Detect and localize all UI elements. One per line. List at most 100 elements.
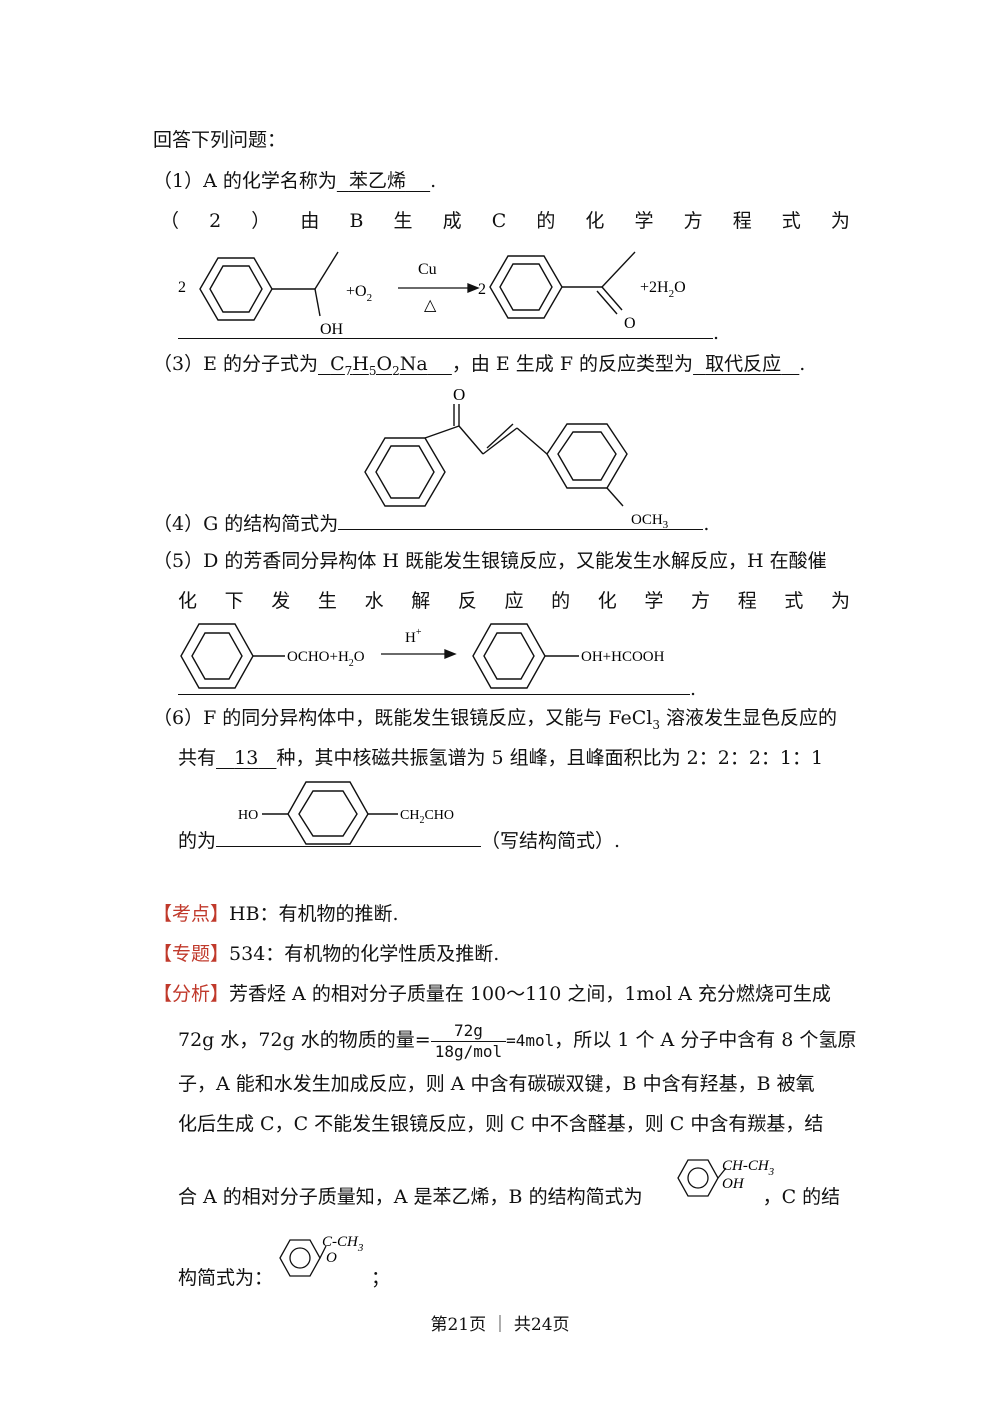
question-5-line2: 化 下 发 生 水 解 反 应 的 化 学 方 程 式 为 — [178, 588, 850, 614]
q2-token: 的 — [536, 210, 556, 232]
q3-reaction-type: 取代反应 — [705, 353, 782, 375]
acetaldehyde-group: CH2CHO — [400, 808, 454, 826]
q2-token: C — [491, 210, 507, 232]
oxygen-reagent: +O2 — [346, 283, 372, 304]
q2-token: 2 — [209, 210, 222, 232]
kaodian-tag: 【考点】 — [153, 903, 230, 925]
q5-token: 化 — [178, 590, 198, 612]
q5-answer-blank: . — [178, 676, 696, 702]
q5-token: 为 — [830, 590, 850, 612]
q5-token: 方 — [691, 590, 711, 612]
q5-reactants: OCHO+H2O — [287, 649, 365, 669]
q5-token: 应 — [504, 590, 524, 612]
fenxi-line6: 构简式为：； — [178, 1267, 391, 1289]
q2-token: 式 — [781, 210, 801, 232]
q5-token: 反 — [457, 590, 477, 612]
q5-token: 解 — [411, 590, 431, 612]
q4-structure-g: O OCH3 — [364, 385, 669, 531]
q5-token: 发 — [271, 590, 291, 612]
q4-label: （4）G 的结构简式为 — [153, 513, 339, 535]
question-1: （1）A 的化学名称为 苯乙烯 . — [153, 168, 436, 194]
page-footer: 第21页 ｜ 共24页 — [430, 1315, 570, 1335]
fenxi-line1: 【分析】芳香烃 A 的相对分子质量在 100～110 之间，1mol A 充分燃… — [153, 983, 831, 1005]
c-oxygen-label: O — [326, 1250, 337, 1266]
q2-answer-blank: . — [178, 320, 719, 346]
carbonyl-oxygen: O — [624, 315, 636, 332]
kaodian-text: HB：有机物的推断. — [229, 903, 399, 925]
intro-text: 回答下列问题： — [153, 129, 287, 151]
c-chain-label: C-CH3 — [322, 1234, 364, 1254]
question-6-line2: 共有 13 种，其中核磁共振氢谱为 5 组峰，且峰面积比为 2：2：2：1：1 — [178, 747, 824, 769]
q2-token: 方 — [683, 210, 703, 232]
zhuanti-section: 【专题】534：有机物的化学性质及推断. — [153, 941, 499, 967]
question-3: （3）E 的分子式为 C7H5O2Na ，由 E 生成 F 的反应类型为 取代反… — [153, 353, 806, 378]
water-product: +2H2O — [640, 279, 686, 300]
q1-label: （1）A 的化学名称为 — [153, 170, 337, 192]
q5-token: 的 — [551, 590, 571, 612]
question-6-line1: （6）F 的同分异构体中，既能发生银镜反应，又能与 FeCl3 溶液发生显色反应… — [153, 707, 838, 732]
q4-answer-blank — [338, 513, 704, 530]
q2-token: 化 — [585, 210, 605, 232]
hydroxyl-label: HO — [238, 808, 258, 823]
methoxy-label: OCH3 — [631, 512, 669, 531]
q5-token: 化 — [597, 590, 617, 612]
q2-token: （ — [160, 210, 180, 232]
q1-end: . — [430, 170, 437, 192]
coef-2: 2 — [478, 281, 486, 298]
q5-token: 水 — [364, 590, 384, 612]
q6-structure: HO CH2CHO — [238, 781, 454, 845]
fenxi-line3: 子，A 能和水发生加成反应，则 A 中含有碳碳双键，B 中含有羟基，B 被氧 — [178, 1073, 815, 1095]
q2-token: 程 — [732, 210, 752, 232]
b-chain-label: CH-CH3 — [722, 1158, 775, 1178]
acid-catalyst: H+ — [405, 627, 422, 646]
q2-token: B — [349, 210, 364, 232]
q2-token: 成 — [442, 210, 462, 232]
q5-token: 学 — [644, 590, 664, 612]
question-5-line1: （5）D 的芳香同分异构体 H 既能发生银镜反应，又能发生水解反应，H 在酸催 — [153, 550, 827, 572]
c-structure: C-CH3 O — [279, 1234, 364, 1277]
q6-answer-blank — [216, 830, 482, 847]
q5-products: OH+HCOOH — [581, 649, 665, 665]
benzene-ring-icon — [279, 1239, 327, 1277]
q6-count: 13 — [234, 747, 259, 769]
question-2-line: （ 2 ） 由 B 生 成 C 的 化 学 方 程 式 为 — [160, 208, 850, 234]
ketone-oxygen: O — [453, 385, 465, 404]
q3-label-2: ，由 E 生成 F 的反应类型为 — [451, 353, 694, 375]
q2-token: 由 — [300, 210, 320, 232]
benzene-ring-icon — [180, 623, 285, 689]
reaction-arrow-icon — [381, 649, 457, 659]
benzene-ring-icon — [677, 1159, 727, 1197]
question-6-line3: 的为（写结构简式）. — [178, 830, 621, 852]
benzene-ring-icon — [472, 623, 579, 689]
q5-token: 下 — [224, 590, 244, 612]
benzene-ring-icon — [364, 404, 628, 507]
fenxi-line4: 化后生成 C，C 不能发生银镜反应，则 C 中不含醛基，则 C 中含有羰基，结 — [178, 1113, 824, 1135]
coef-1: 2 — [178, 279, 186, 296]
q5-token: 程 — [737, 590, 757, 612]
heat-symbol: △ — [424, 297, 437, 314]
hydroxyl-label: OH — [320, 321, 344, 338]
q2-token: 学 — [634, 210, 654, 232]
catalyst-label: Cu — [418, 261, 437, 278]
q3-formula: C7H5O2Na — [330, 353, 428, 378]
fenxi-line5: 合 A 的相对分子质量知，A 是苯乙烯，B 的结构简式为，C 的结 — [178, 1186, 841, 1208]
benzene-ring-icon — [489, 251, 636, 319]
fenxi-tag: 【分析】 — [153, 983, 230, 1005]
q5-reaction-equation: OCHO+H2O H+ OH+HCOOH — [180, 623, 665, 689]
q5-token: 式 — [784, 590, 804, 612]
kaodian-section: 【考点】HB：有机物的推断. — [153, 901, 399, 927]
q1-answer: 苯乙烯 — [348, 170, 406, 192]
benzene-ring-icon — [199, 251, 339, 321]
q2-token: 生 — [393, 210, 413, 232]
q3-label: （3）E 的分子式为 — [153, 353, 318, 375]
benzene-ring-icon — [262, 781, 398, 845]
q2-token: ） — [251, 210, 271, 232]
b-hydroxyl-label: OH — [722, 1176, 745, 1192]
q2-token: 为 — [830, 210, 850, 232]
q2-reaction-equation: 2 OH +O2 Cu △ 2 O +2H2O — [178, 251, 686, 338]
reaction-arrow-icon — [398, 283, 480, 293]
q5-token: 生 — [317, 590, 337, 612]
zhuanti-text: 534：有机物的化学性质及推断. — [229, 943, 500, 965]
